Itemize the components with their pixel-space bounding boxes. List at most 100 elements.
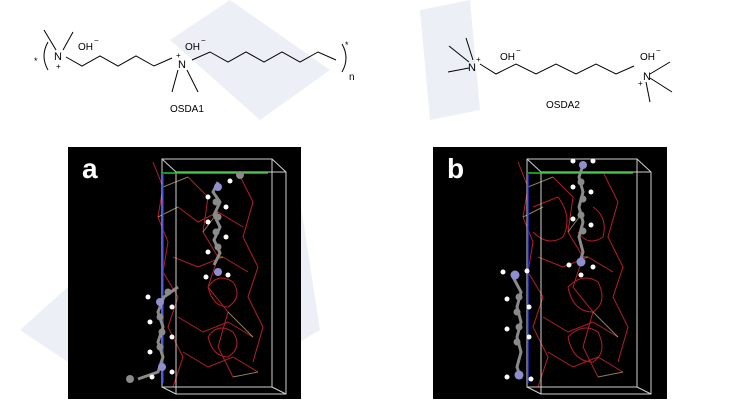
osda1-hydroxide-right: OH — [185, 42, 200, 53]
osda2-structure — [447, 37, 673, 103]
carbon-atom — [214, 243, 222, 251]
upper-chain-bonds — [211, 181, 222, 266]
panel-b: b — [433, 147, 667, 399]
panel-a: a — [68, 147, 301, 399]
cell-back — [540, 171, 652, 395]
hydrogen-atom — [205, 249, 211, 255]
osda2-hydroxide-left: OH — [500, 52, 515, 63]
cell-front — [161, 158, 273, 388]
osda2-name: OSDA2 — [546, 100, 580, 111]
osda2-hydroxide-right-charge: − — [656, 46, 661, 55]
carbon-atom — [212, 228, 220, 236]
nitrogen-atom — [514, 370, 524, 380]
methyl-atom — [126, 375, 134, 383]
hydrogen-atom — [570, 158, 576, 164]
methyl-atom — [236, 171, 244, 179]
panel-b-osda-lower — [500, 268, 534, 382]
carbon-atom — [577, 178, 585, 186]
osda1-structure — [43, 29, 347, 93]
carbon-atom — [579, 227, 587, 235]
carbon-atom — [158, 328, 166, 336]
osda1-chain-1 — [65, 55, 173, 67]
carbon-atom — [515, 293, 523, 301]
cell-edge-3 — [526, 386, 542, 395]
hydrogen-atom — [223, 204, 229, 210]
osda1-hydroxide-left-charge: − — [94, 36, 99, 45]
chemical-structures: * N + OH − OH − + N * n OSDA1 N + OH − O… — [34, 29, 673, 115]
hydrogen-atom — [147, 349, 153, 355]
osda1-end-marker-left: * — [34, 56, 38, 66]
osda1-n2-charge: + — [176, 51, 181, 60]
osda2-n2-label: N — [643, 71, 651, 83]
hydrogen-atom — [500, 269, 506, 275]
osda2-n1-charge: + — [476, 55, 481, 64]
hydrogen-atom — [590, 158, 596, 164]
osda2-n1-methyl-3 — [465, 37, 474, 61]
hydrogen-atom — [526, 334, 532, 340]
hydrogen-atom — [205, 219, 211, 225]
osda2-n1-methyl-1 — [448, 45, 470, 63]
osda1-n2-methyl-2 — [186, 69, 199, 93]
hydrogen-atom — [147, 319, 153, 325]
hydrogen-atom — [223, 234, 229, 240]
osda1-right-bracket — [341, 43, 347, 73]
carbon-atom — [164, 288, 172, 296]
carbon-atom — [577, 211, 585, 219]
osda1-repeat-subscript: n — [349, 72, 355, 83]
carbon-atom — [513, 338, 521, 346]
cell-edge-2 — [271, 158, 287, 173]
carbon-atom — [156, 343, 164, 351]
hydrogen-atom — [227, 178, 233, 184]
osda1-n1-charge: + — [56, 62, 61, 71]
panel-a-osda-chain-upper — [203, 171, 244, 280]
nitrogen-atom — [579, 161, 587, 169]
hydrogen-atom — [169, 369, 175, 375]
nitrogen-atom — [214, 183, 222, 191]
osda1-hydroxide-right-charge: − — [201, 36, 206, 45]
cell-edge-2 — [636, 158, 652, 173]
cell-edge-1 — [161, 158, 177, 173]
panel-b-silicon — [522, 176, 624, 378]
carbon-atom — [513, 308, 521, 316]
osda2-n1-methyl-2 — [447, 67, 470, 73]
hydrogen-atom — [528, 376, 534, 382]
nitrogen-atom — [510, 270, 520, 280]
hydrogen-atom — [578, 272, 584, 278]
hydrogen-atom — [504, 296, 510, 302]
cell-edge-4 — [636, 386, 652, 395]
hydrogen-atom — [205, 194, 211, 200]
hydrogen-atom — [225, 272, 231, 278]
hydrogen-atom — [169, 334, 175, 340]
osda1-end-marker-right: * — [345, 40, 349, 50]
panel-b-osda-upper — [566, 158, 596, 278]
osda1-n1-methyl-2 — [62, 31, 74, 51]
hydrogen-atom — [566, 262, 572, 268]
nitrogen-atom — [158, 363, 166, 371]
osda2-hydroxide-right: OH — [640, 52, 655, 63]
carbon-atom — [515, 323, 523, 331]
hydrogen-atom — [570, 184, 576, 190]
cell-edge-3 — [161, 386, 177, 395]
panel-a-label: a — [82, 153, 98, 184]
panel-a-unit-cell — [161, 158, 287, 395]
hydrogen-atom — [588, 189, 594, 195]
panel-b-molecular-model — [500, 158, 652, 395]
osda1-hydroxide-left: OH — [78, 42, 93, 53]
hydrogen-atom — [570, 216, 576, 222]
hydrogen-atom — [504, 374, 510, 380]
silicon-wires — [522, 176, 624, 378]
osda2-n2-charge: + — [638, 79, 643, 88]
nitrogen-atom — [156, 298, 164, 306]
framework-wires — [517, 161, 629, 388]
osda2-chain — [479, 63, 635, 75]
carbon-atom — [214, 213, 222, 221]
hydrogen-atom — [149, 374, 155, 380]
carbon-atom — [579, 195, 587, 203]
osda2-hydroxide-left-charge: − — [516, 46, 521, 55]
osda1-chain-2 — [191, 51, 337, 63]
osda2-n2-methyl-2 — [649, 77, 673, 93]
cell-back — [175, 171, 287, 395]
hydrogen-atom — [169, 304, 175, 310]
osda1-left-bracket — [43, 41, 49, 71]
hydrogen-atom — [524, 268, 530, 274]
